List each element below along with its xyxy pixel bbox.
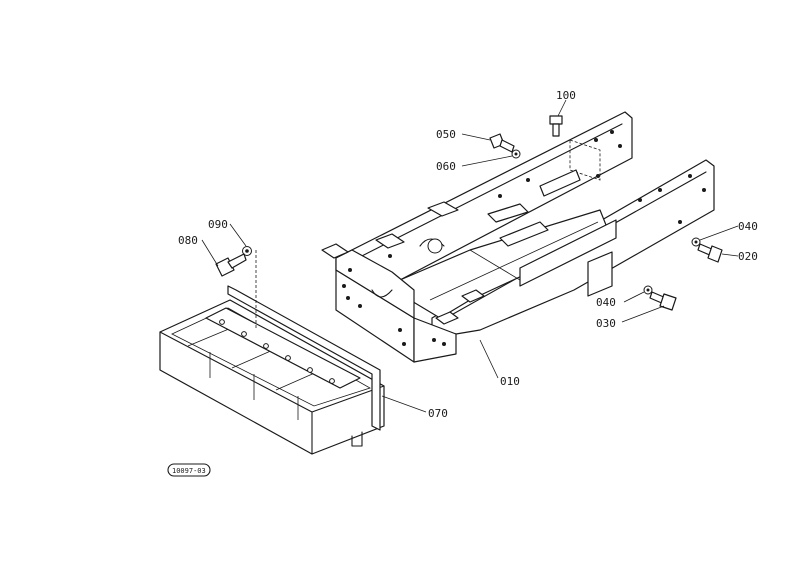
washer-040-upper: [691, 237, 701, 247]
leader-lines: [201, 99, 739, 413]
main-frame: [321, 111, 715, 363]
callout-040-lower: 040: [596, 296, 616, 309]
bolt-050: [489, 133, 515, 153]
callout-040-upper: 040: [738, 220, 758, 233]
callout-010: 010: [500, 375, 520, 388]
reference-code-badge: 10097-03: [167, 463, 211, 477]
callout-030: 030: [596, 317, 616, 330]
callout-080: 080: [178, 234, 198, 247]
washer-060: [511, 149, 521, 159]
callout-090: 090: [208, 218, 228, 231]
washer-040-lower: [643, 285, 653, 295]
callout-100: 100: [556, 89, 576, 102]
bolt-100: [549, 115, 563, 137]
callout-060: 060: [436, 160, 456, 173]
washer-090: [242, 246, 252, 256]
bolt-030: [649, 291, 677, 311]
callout-050: 050: [436, 128, 456, 141]
callout-070: 070: [428, 407, 448, 420]
bolt-080: [215, 253, 247, 277]
bolt-020: [697, 243, 723, 263]
callout-020: 020: [738, 250, 758, 263]
reference-code: 10097-03: [172, 467, 206, 475]
front-bracket: [159, 250, 385, 455]
